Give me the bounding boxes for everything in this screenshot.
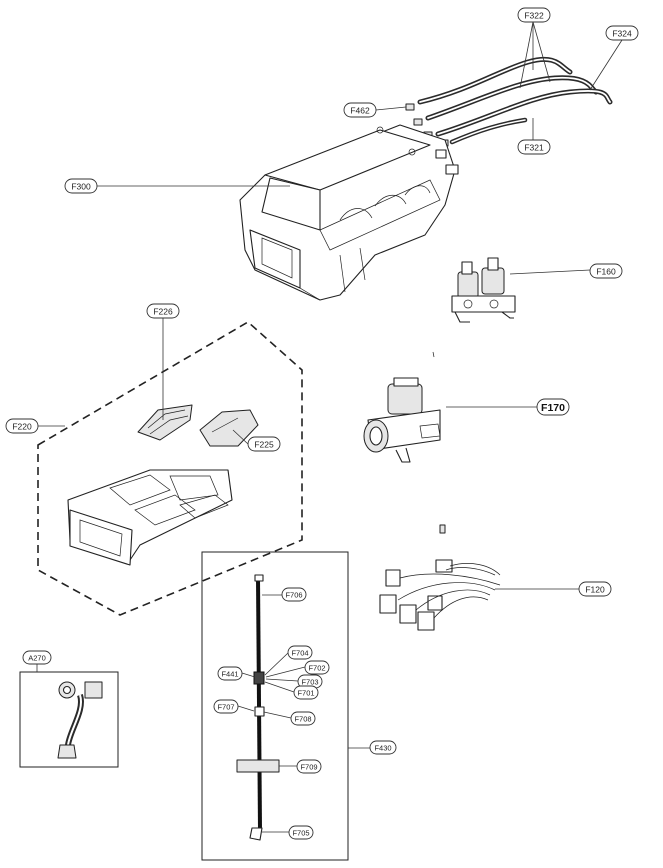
label-a270: A270 xyxy=(22,650,52,665)
svg-text:F706: F706 xyxy=(285,591,302,600)
label-f226: F226 xyxy=(146,303,180,319)
water-valve-double xyxy=(451,257,516,323)
label-f441: F441 xyxy=(217,666,243,681)
label-f322: F322 xyxy=(517,7,551,23)
svg-text:F703: F703 xyxy=(301,678,318,687)
f430-box xyxy=(201,551,349,861)
drawer-parts xyxy=(67,404,259,566)
svg-text:F226: F226 xyxy=(153,307,173,317)
inlet-hoses xyxy=(405,56,613,147)
label-f707: F707 xyxy=(213,699,239,714)
svg-text:F705: F705 xyxy=(292,829,309,838)
label-f462: F462 xyxy=(343,102,377,118)
svg-text:F708: F708 xyxy=(294,715,311,724)
water-valve-single xyxy=(363,351,441,463)
label-f706: F706 xyxy=(281,587,307,602)
label-f709: F709 xyxy=(296,759,322,774)
svg-text:F462: F462 xyxy=(350,106,370,116)
label-f703: F703 xyxy=(297,674,323,689)
svg-text:F707: F707 xyxy=(217,703,234,712)
svg-text:F225: F225 xyxy=(254,440,274,450)
svg-text:F300: F300 xyxy=(71,182,91,192)
label-f708: F708 xyxy=(290,711,316,726)
svg-text:F170: F170 xyxy=(541,402,565,414)
label-f705: F705 xyxy=(288,825,314,840)
dispenser-housing xyxy=(239,124,459,301)
label-f702: F702 xyxy=(304,660,330,675)
svg-text:F321: F321 xyxy=(524,143,544,153)
svg-text:F701: F701 xyxy=(297,689,314,698)
svg-text:F430: F430 xyxy=(374,744,391,753)
svg-text:F120: F120 xyxy=(585,585,605,595)
label-f701: F701 xyxy=(293,685,319,700)
svg-text:F324: F324 xyxy=(612,29,632,39)
svg-text:F709: F709 xyxy=(300,763,317,772)
label-f430: F430 xyxy=(369,740,397,755)
svg-text:F441: F441 xyxy=(221,670,238,679)
svg-text:F702: F702 xyxy=(308,664,325,673)
svg-text:F322: F322 xyxy=(524,11,544,21)
svg-text:A270: A270 xyxy=(28,654,46,663)
label-f220: F220 xyxy=(5,418,39,434)
svg-text:F160: F160 xyxy=(596,267,616,277)
svg-text:F704: F704 xyxy=(291,649,308,658)
drawer-assembly-box xyxy=(37,321,303,616)
label-f704: F704 xyxy=(287,645,313,660)
label-f120: F120 xyxy=(578,581,612,597)
wire-harness xyxy=(379,524,501,631)
label-f324: F324 xyxy=(605,25,639,41)
label-f160: F160 xyxy=(589,263,623,279)
svg-text:F220: F220 xyxy=(12,422,32,432)
a270-box xyxy=(19,671,119,768)
label-f225: F225 xyxy=(247,436,281,452)
label-f321: F321 xyxy=(517,139,551,155)
leader-lines xyxy=(36,21,623,833)
label-f170: F170 xyxy=(536,398,570,416)
label-f300: F300 xyxy=(64,178,98,194)
